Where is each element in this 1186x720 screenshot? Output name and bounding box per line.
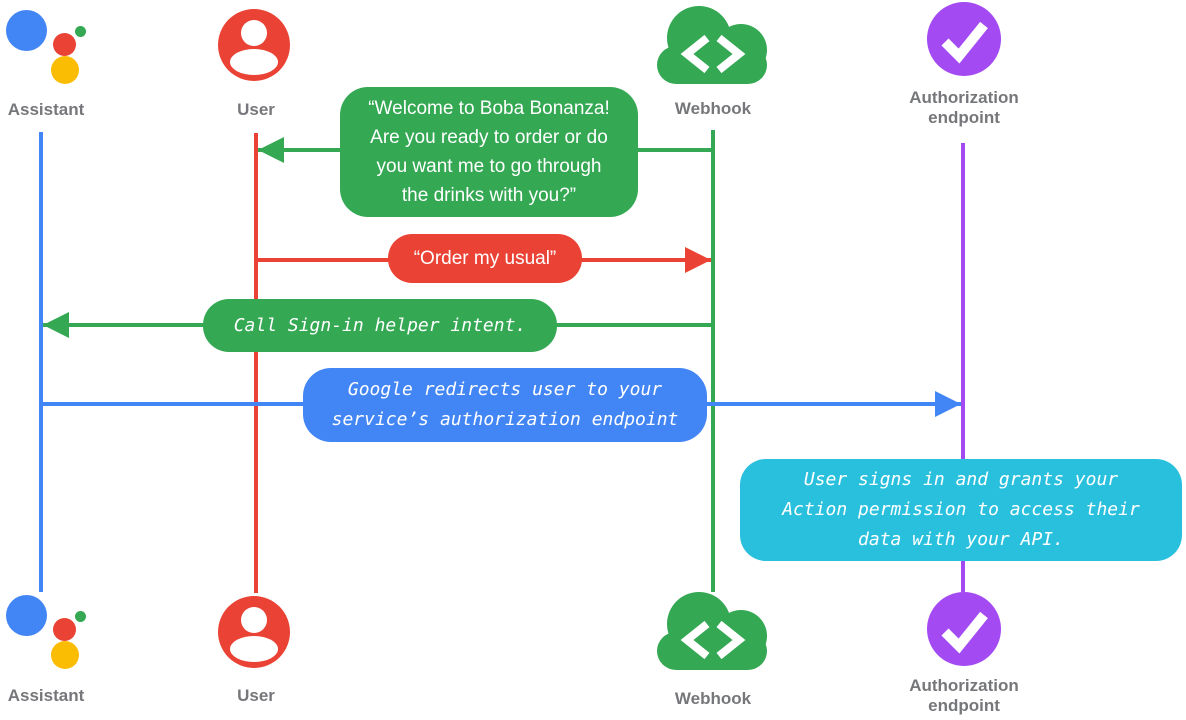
bubble-line: “Welcome to Boba Bonanza! <box>368 98 610 119</box>
welcome-arrowhead-icon <box>258 137 284 163</box>
assistant-blue-dot <box>6 595 47 636</box>
label-line: Authorization <box>909 88 1019 107</box>
webhook-bottom-icon <box>657 592 767 670</box>
label-line: endpoint <box>928 695 1000 715</box>
order-arrowhead-icon <box>685 247 711 273</box>
label-line: Authorization <box>909 676 1019 695</box>
assistant-yellow-dot <box>51 56 79 84</box>
bubble-line: “Order my usual” <box>413 248 557 269</box>
user-shoulders-shape <box>230 49 278 75</box>
webhook-lifeline <box>711 130 715 592</box>
user-lifeline <box>254 133 258 593</box>
signin-intent-bubble: Call Sign-in helper intent. <box>203 299 557 352</box>
welcome-message-bubble: “Welcome to Boba Bonanza! Are you ready … <box>340 87 638 217</box>
user-head-shape <box>241 20 267 46</box>
authorization-endpoint-top-icon <box>927 2 1001 76</box>
assistant-lifeline <box>39 132 43 592</box>
assistant-blue-dot <box>6 10 47 51</box>
authorization-endpoint-lifeline <box>961 143 965 592</box>
user-label-bottom: User <box>237 686 275 705</box>
bubble-line: Action permission to access their <box>782 499 1140 520</box>
checkmark-icon <box>941 611 988 654</box>
label-line: endpoint <box>928 107 1000 127</box>
bubble-line: Google redirects user to your <box>347 379 663 400</box>
bubble-line: data with your API. <box>858 529 1064 550</box>
assistant-bottom-icon <box>0 593 90 673</box>
redirect-arrowhead-icon <box>935 391 961 417</box>
signin-grant-bubble: User signs in and grants your Action per… <box>740 459 1182 561</box>
checkmark-icon <box>941 21 988 64</box>
webhook-label-bottom: Webhook <box>674 689 752 708</box>
assistant-red-dot <box>53 618 76 641</box>
webhook-label-top: Webhook <box>674 99 752 118</box>
user-label-top: User <box>237 100 275 119</box>
assistant-label-bottom: Assistant <box>7 686 85 705</box>
authorization-endpoint-label-bottom: Authorization endpoint <box>894 676 1034 715</box>
webhook-top-icon <box>657 6 767 84</box>
assistant-label-top: Assistant <box>7 100 85 119</box>
authorization-endpoint-label-top: Authorization endpoint <box>894 88 1034 127</box>
user-shoulders-shape <box>230 636 278 662</box>
assistant-yellow-dot <box>51 641 79 669</box>
assistant-top-icon <box>0 8 90 88</box>
authorization-endpoint-bottom-icon <box>927 592 1001 666</box>
redirect-message-bubble: Google redirects user to your service’s … <box>303 368 707 442</box>
order-message-bubble: “Order my usual” <box>388 234 582 283</box>
signin-arrowhead-icon <box>43 312 69 338</box>
user-head-shape <box>241 607 267 633</box>
bubble-line: User signs in and grants your <box>803 469 1119 490</box>
bubble-line: Call Sign-in helper intent. <box>233 314 527 336</box>
bubble-line: service’s authorization endpoint <box>331 409 679 430</box>
user-bottom-icon <box>218 596 290 668</box>
bubble-line: Are you ready to order or do <box>370 127 608 148</box>
bubble-line: you want me to go through <box>376 156 602 177</box>
bubble-line: the drinks with you?” <box>401 185 577 206</box>
user-top-icon <box>218 9 290 81</box>
assistant-green-dot <box>75 611 86 622</box>
assistant-red-dot <box>53 33 76 56</box>
assistant-green-dot <box>75 26 86 37</box>
